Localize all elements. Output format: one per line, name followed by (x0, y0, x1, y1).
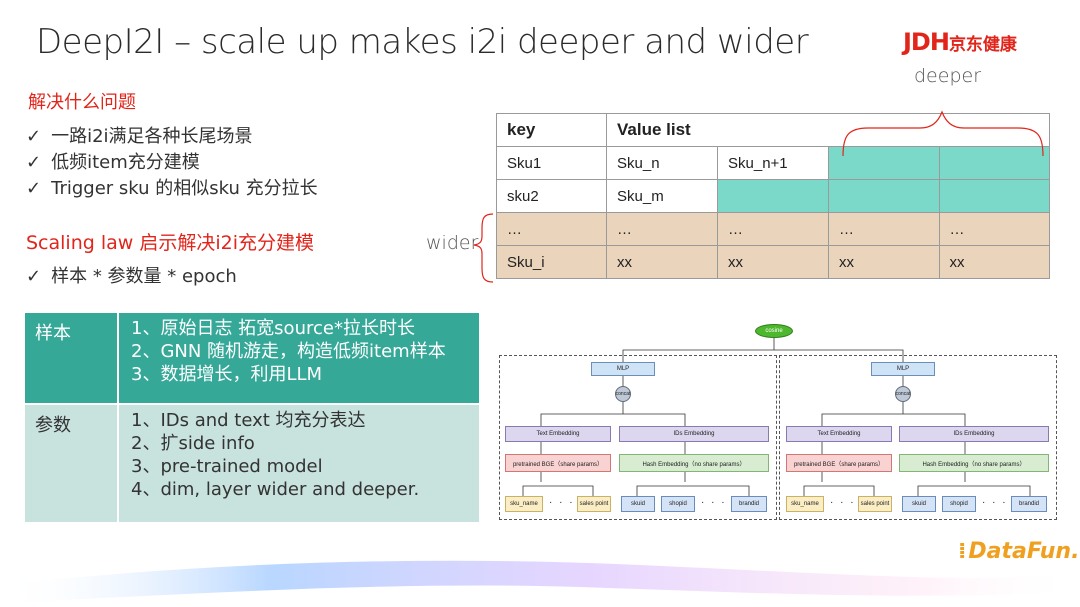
table-cell: … (828, 212, 940, 246)
input-sales-point: sales point (858, 496, 892, 512)
list-item: 3、数据增长，利用LLM (131, 364, 323, 385)
ids-embedding-box: IDs Embedding (619, 426, 769, 442)
table-cell (828, 179, 940, 213)
table-cell (938, 146, 1050, 180)
row-body-params: 1、IDs and text 均充分表达 2、扩side info 3、pre-… (121, 405, 479, 522)
ellipsis: · · · · (982, 497, 1018, 508)
ellipsis: · · · · (701, 497, 737, 508)
logo-cn: 京东健康 (948, 35, 1017, 55)
logo-latin: JDH (903, 28, 950, 56)
table-cell: … (938, 212, 1050, 246)
table-row: Sku_i xx xx xx xx (496, 245, 1050, 279)
table-cell: … (717, 212, 829, 246)
list-item: 1、原始日志 拓宽source*拉长时长 (131, 318, 415, 339)
wider-label: wider (426, 232, 479, 254)
dots-icon: ⁞ (958, 539, 967, 564)
wider-brace (473, 213, 494, 283)
table-row: 参数 1、IDs and text 均充分表达 2、扩side info 3、p… (25, 405, 479, 522)
concat-node: concat (615, 386, 631, 402)
table-cell: Sku_n (606, 146, 718, 180)
input-shopid: shopid (661, 496, 695, 512)
bge-box: pretrained BGE（share params） (505, 454, 611, 472)
section2-list: 样本 * 参数量 * epoch (26, 264, 237, 290)
list-item: 1、IDs and text 均充分表达 (131, 410, 366, 431)
table-row: sku2 Sku_m (496, 179, 1050, 213)
page-title: DeepI2I – scale up makes i2i deeper and … (36, 22, 809, 62)
right-tower-panel (779, 355, 1057, 520)
ellipsis: · · · · (830, 497, 866, 508)
input-sku-name: sku_name (786, 496, 824, 512)
input-sku-name: sku_name (505, 496, 543, 512)
row-head-params: 参数 (25, 405, 119, 522)
input-shopid: shopid (942, 496, 976, 512)
section1-heading: 解决什么问题 (28, 92, 136, 113)
list-item: 样本 * 参数量 * epoch (26, 264, 237, 290)
hash-embedding-box: Hash Embedding（no share params） (619, 454, 769, 472)
mlp-box: MLP (591, 362, 655, 376)
section1-list: 一路i2i满足各种长尾场景 低频item充分建模 Trigger sku 的相似… (26, 124, 318, 202)
brace-annotations (473, 110, 1044, 283)
datafun-brand: ⁞DataFun. (958, 539, 1080, 564)
deeper-label: deeper (914, 65, 982, 87)
text-embedding-box: Text Embedding (505, 426, 611, 442)
samples-params-table: 样本 1、原始日志 拓宽source*拉长时长 2、GNN 随机游走，构造低频i… (25, 313, 479, 522)
list-item: 4、dim, layer wider and deeper. (131, 479, 420, 500)
kv-table: key Value list Sku1 Sku_n Sku_n+1 sku2 S… (496, 113, 1050, 279)
table-cell: xx (717, 245, 829, 279)
input-brandid: brandid (731, 496, 767, 512)
mlp-box: MLP (871, 362, 935, 376)
deeper-brace (842, 110, 1044, 157)
table-cell: xx (606, 245, 718, 279)
list-item: 2、扩side info (131, 433, 255, 454)
jd-health-logo: JDH京东健康 (903, 30, 1017, 54)
hash-embedding-box: Hash Embedding（no share params） (899, 454, 1049, 472)
table-cell: Sku_m (606, 179, 718, 213)
input-brandid: brandid (1011, 496, 1047, 512)
concat-node: concat (895, 386, 911, 402)
decorative-wave (0, 560, 1080, 603)
list-item: Trigger sku 的相似sku 充分拉长 (26, 176, 318, 202)
table-cell: … (606, 212, 718, 246)
section2-heading: Scaling law 启示解决i2i充分建模 (26, 232, 314, 254)
ellipsis: · · · · (549, 497, 585, 508)
row-head-samples: 样本 (25, 313, 119, 403)
table-row: 样本 1、原始日志 拓宽source*拉长时长 2、GNN 随机游走，构造低频i… (25, 313, 479, 403)
twin-tower-diagram: cosine MLP concat Text Embedding IDs Emb… (497, 320, 1059, 522)
table-cell: … (496, 212, 607, 246)
list-item: 一路i2i满足各种长尾场景 (26, 124, 318, 150)
input-sales-point: sales point (577, 496, 611, 512)
table-cell: Sku_i (496, 245, 607, 279)
list-item: 2、GNN 随机游走，构造低频item样本 (131, 341, 446, 362)
table-row: Sku1 Sku_n Sku_n+1 (496, 146, 1050, 180)
row-body-samples: 1、原始日志 拓宽source*拉长时长 2、GNN 随机游走，构造低频item… (121, 313, 479, 403)
bge-box: pretrained BGE（share params） (786, 454, 892, 472)
table-cell: Sku_n+1 (717, 146, 829, 180)
table-cell: xx (828, 245, 940, 279)
header-key: key (496, 113, 607, 147)
table-cell (938, 179, 1050, 213)
text-embedding-box: Text Embedding (786, 426, 892, 442)
list-item: 低频item充分建模 (26, 150, 318, 176)
input-skuid: skuid (621, 496, 655, 512)
table-cell: xx (938, 245, 1050, 279)
diagram-connectors (522, 338, 1031, 496)
table-row: … … … … … (496, 212, 1050, 246)
left-tower-panel (499, 355, 777, 520)
ids-embedding-box: IDs Embedding (899, 426, 1049, 442)
input-skuid: skuid (902, 496, 936, 512)
table-cell (717, 179, 829, 213)
list-item: 3、pre-trained model (131, 456, 323, 477)
table-cell (828, 146, 940, 180)
cosine-node: cosine (755, 324, 793, 338)
